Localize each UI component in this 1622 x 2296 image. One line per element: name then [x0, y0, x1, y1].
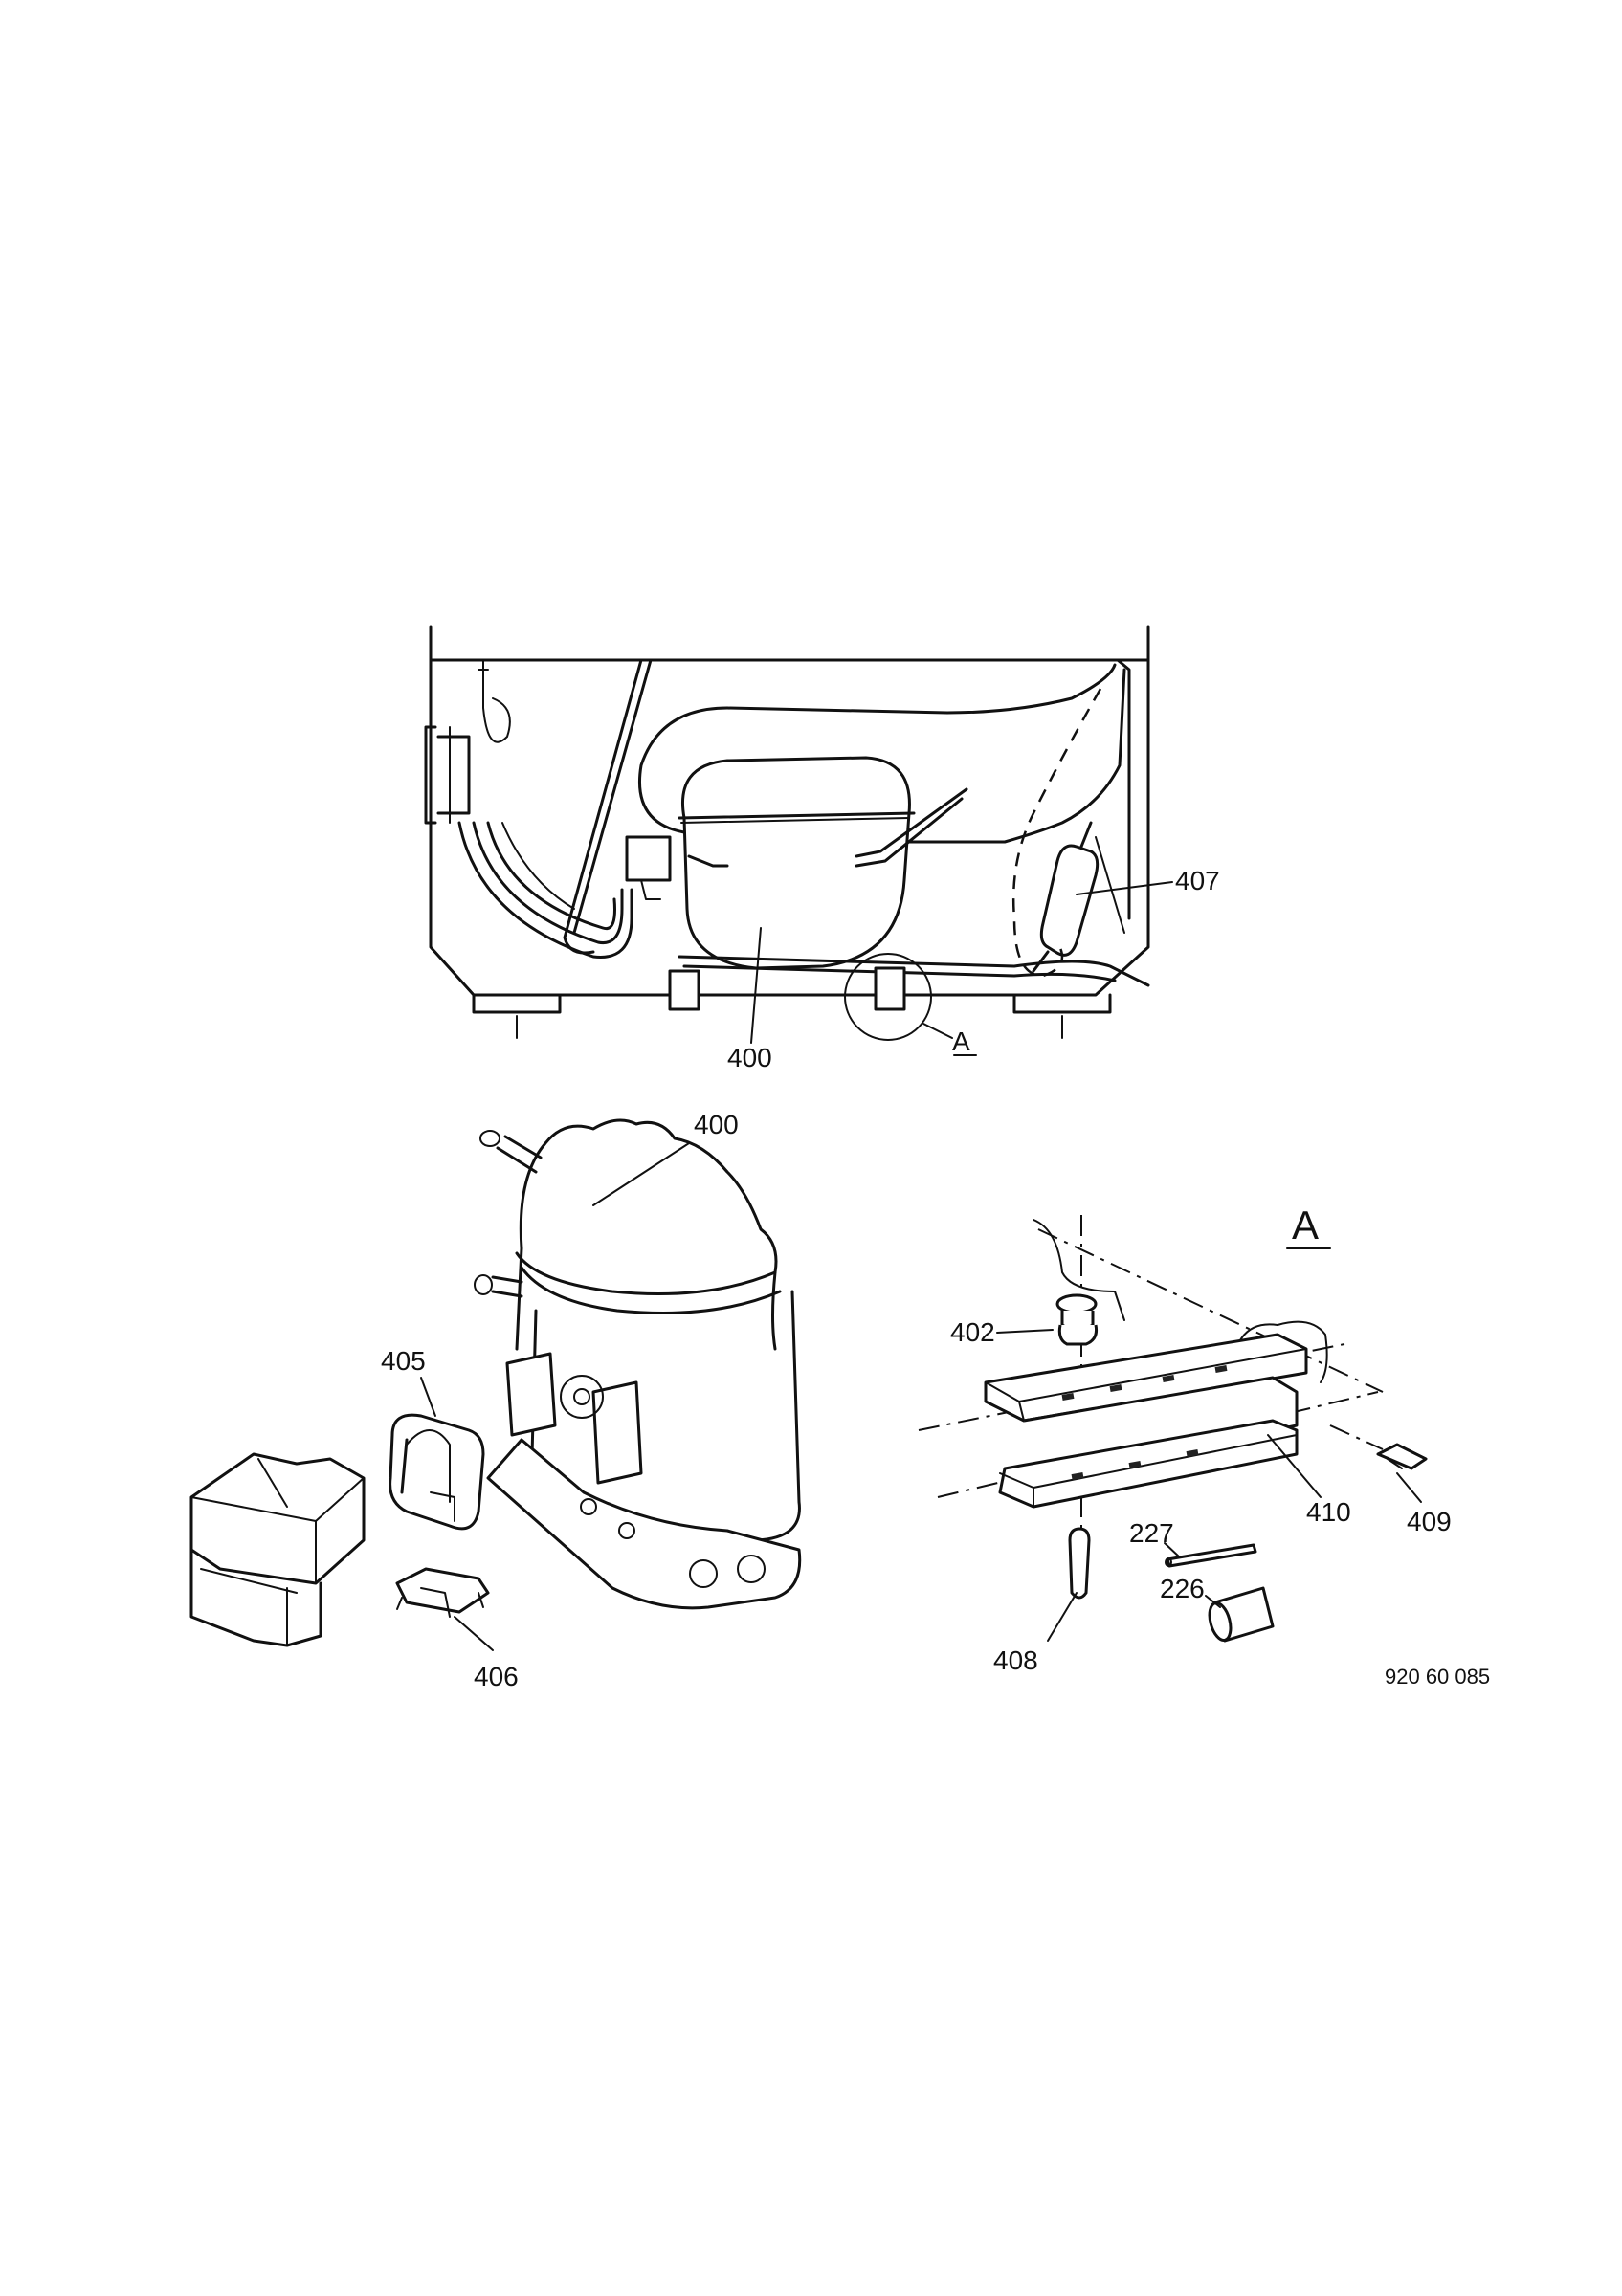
- detail-a-mounting: [918, 1215, 1428, 1643]
- terminal-cover: [189, 1452, 366, 1647]
- part-406-overload-protector: [395, 1567, 490, 1618]
- label-409: 409: [1407, 1507, 1452, 1536]
- label-226: 226: [1160, 1574, 1205, 1603]
- label-A-top: A: [952, 1027, 970, 1056]
- label-400-compressor: 400: [694, 1110, 739, 1139]
- part-405-relay-bracket: [389, 1413, 485, 1531]
- label-A-detail: A: [1292, 1203, 1319, 1247]
- drawing-code: 920 60 085: [1385, 1665, 1490, 1689]
- label-407: 407: [1175, 866, 1220, 895]
- compressor-assembly: [474, 1118, 802, 1610]
- label-400-top: 400: [727, 1043, 772, 1072]
- label-406: 406: [474, 1662, 519, 1691]
- label-402: 402: [950, 1317, 995, 1347]
- label-408: 408: [993, 1645, 1038, 1675]
- label-410: 410: [1306, 1497, 1351, 1527]
- label-405: 405: [381, 1346, 426, 1376]
- label-227: 227: [1129, 1518, 1174, 1548]
- compressor-compartment-view: [424, 625, 1150, 1041]
